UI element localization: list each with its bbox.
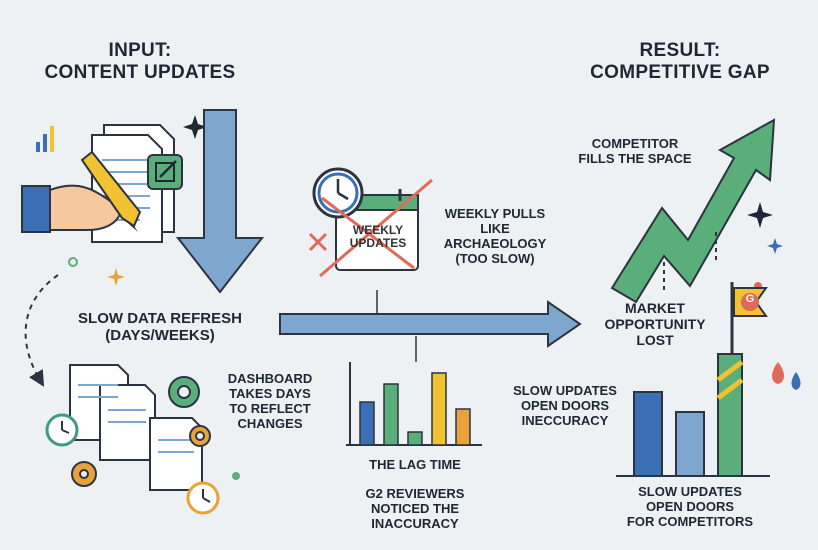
slow-updates-bottom-label: SLOW UPDATES OPEN DOORS FOR COMPETITORS xyxy=(610,484,770,530)
sparkle-icon xyxy=(107,268,125,286)
dashboard-line: TO REFLECT xyxy=(229,400,311,416)
dashboard-label: DASHBOARD TAKES DAYS TO REFLECT CHANGES xyxy=(220,371,320,432)
weekly-pulls-line: (TOO SLOW) xyxy=(455,250,535,266)
result-heading-line2: COMPETITIVE GAP xyxy=(590,61,770,83)
calendar-icon xyxy=(335,189,419,271)
slow-refresh-line2: (DAYS/WEEKS) xyxy=(105,327,215,345)
slow-updates-bottom-line: OPEN DOORS xyxy=(645,498,735,514)
sparkle-icon xyxy=(747,202,773,228)
dashboard-line: TAKES DAYS xyxy=(229,385,311,401)
weekly-pulls-label: WEEKLY PULLS LIKE ARCHAEOLOGY (TOO SLOW) xyxy=(430,206,560,267)
g2-line: NOTICED THE xyxy=(370,500,460,516)
market-line: MARKET xyxy=(625,300,685,316)
clock-icon xyxy=(186,481,220,515)
slow-refresh-label: SLOW DATA REFRESH (DAYS/WEEKS) xyxy=(60,310,260,345)
mini-bars-icon xyxy=(36,126,54,152)
dashboard-line: CHANGES xyxy=(237,415,303,431)
weekly-pulls-line: WEEKLY PULLS xyxy=(444,206,546,221)
clock-icon xyxy=(45,413,79,447)
competitor-line1: COMPETITOR xyxy=(591,136,679,151)
down-arrow-icon xyxy=(175,109,265,294)
calendar-stamp-line2: UPDATES xyxy=(349,236,407,251)
slow-updates-mid-line: OPEN DOORS xyxy=(520,397,610,413)
g2-line: INACCURACY xyxy=(371,515,459,531)
drop-icon xyxy=(772,362,784,384)
weekly-pulls-line: LIKE xyxy=(480,220,510,236)
dot-icon xyxy=(232,472,240,480)
close-icon xyxy=(308,232,328,252)
slow-updates-bottom-line: SLOW UPDATES xyxy=(638,484,742,499)
input-heading-line1: INPUT: xyxy=(108,40,172,61)
weekly-pulls-line: ARCHAEOLOGY xyxy=(443,235,547,251)
edit-icon xyxy=(147,154,183,190)
calendar-stamp: WEEKLY UPDATES xyxy=(337,223,419,251)
growth-arrow-icon xyxy=(610,118,776,304)
hand-pencil-icon xyxy=(21,150,142,233)
slow-updates-bottom-line: FOR COMPETITORS xyxy=(626,513,754,529)
lag-chart-icon xyxy=(346,362,482,446)
curved-dashed-arrow-icon xyxy=(24,274,59,387)
result-heading-line1: RESULT: xyxy=(639,40,721,61)
flag-icon xyxy=(730,282,768,354)
gear-icon xyxy=(71,461,97,487)
input-heading: INPUT: CONTENT UPDATES xyxy=(40,40,240,84)
competitor-label: COMPETITOR FILLS THE SPACE xyxy=(560,136,710,167)
flag-logo: G xyxy=(745,293,755,305)
g2-line: G2 REVIEWERS xyxy=(365,486,465,501)
calendar-stamp-line1: WEEKLY xyxy=(352,223,404,237)
lag-time-label: THE LAG TIME xyxy=(369,457,461,472)
market-line: LOST xyxy=(636,332,674,349)
slow-updates-mid-line: SLOW UPDATES xyxy=(513,383,617,398)
gear-icon xyxy=(189,425,211,447)
dashboard-line: DASHBOARD xyxy=(227,371,313,386)
cross-out-icon xyxy=(319,178,433,278)
result-bars-icon xyxy=(616,353,770,477)
g2-label: G2 REVIEWERS NOTICED THE INACCURACY xyxy=(340,486,490,532)
sparkle-icon xyxy=(183,115,207,139)
clock-icon xyxy=(312,167,364,219)
dot-icon xyxy=(68,257,78,267)
competitor-line2: FILLS THE SPACE xyxy=(578,150,692,166)
market-label: MARKET OPPORTUNITY LOST xyxy=(590,300,720,348)
slow-updates-mid-label: SLOW UPDATES OPEN DOORS INECCURACY xyxy=(490,383,640,429)
slow-refresh-line1: SLOW DATA REFRESH xyxy=(78,310,242,327)
sparkle-icon xyxy=(767,238,783,254)
right-arrow-icon xyxy=(279,300,582,348)
input-heading-line2: CONTENT UPDATES xyxy=(44,61,236,83)
slow-updates-mid-line: INECCURACY xyxy=(521,412,609,428)
gear-icon xyxy=(168,376,200,408)
result-heading: RESULT: COMPETITIVE GAP xyxy=(580,40,780,84)
market-line: OPPORTUNITY xyxy=(604,316,706,333)
drop-icon xyxy=(791,372,801,390)
